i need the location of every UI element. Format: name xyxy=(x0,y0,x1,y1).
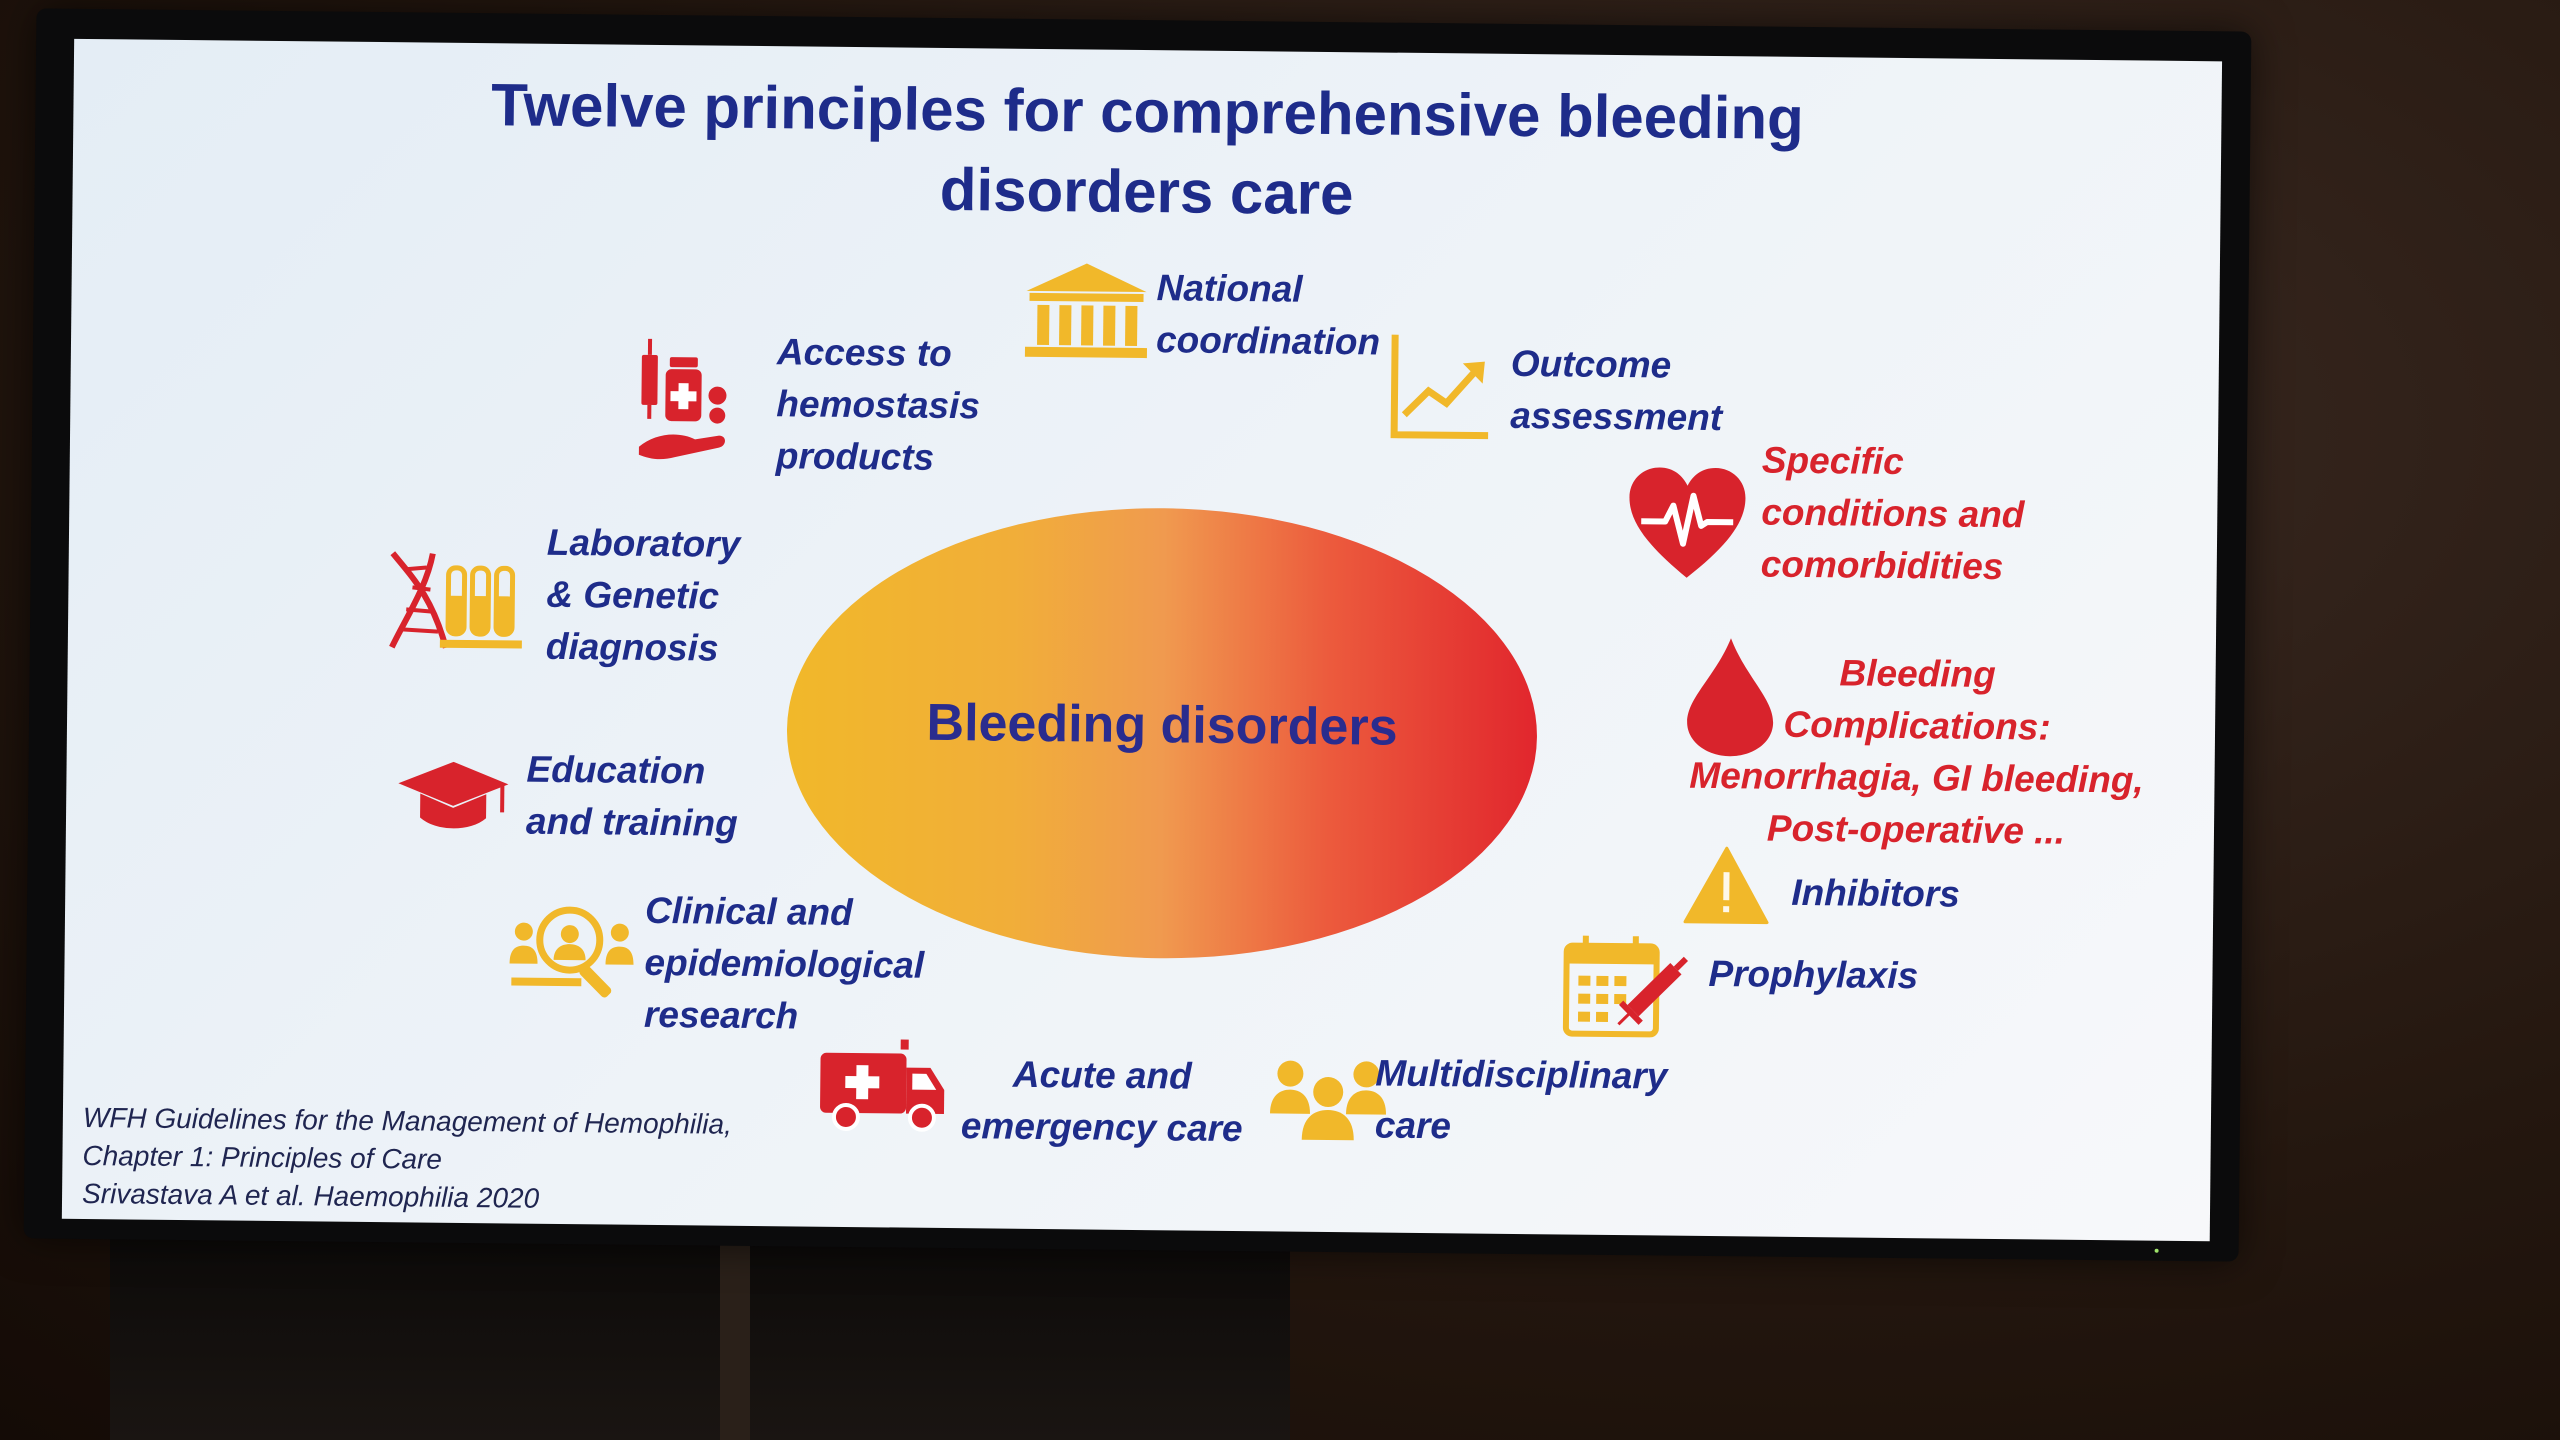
access-line-2: hemostasis xyxy=(776,378,980,432)
bank-building-icon xyxy=(1021,261,1152,362)
principle-national-coordination: National coordination xyxy=(1156,262,1381,368)
acute-line-1: Acute and xyxy=(961,1048,1243,1103)
principle-inhibitors: Inhibitors xyxy=(1791,867,1960,921)
principle-acute-emergency-care: Acute and emergency care xyxy=(961,1048,1244,1155)
ambulance-icon xyxy=(818,1037,949,1138)
clinical-line-2: epidemiological xyxy=(644,937,924,992)
bleeding-line-3: Menorrhagia, GI bleeding, xyxy=(1656,749,2177,806)
principle-clinical-research: Clinical and epidemiological research xyxy=(644,885,925,1044)
principle-specific-conditions: Specific conditions and comorbidities xyxy=(1760,435,2025,594)
inhibitors-line-1: Inhibitors xyxy=(1791,867,1960,921)
specific-line-3: comorbidities xyxy=(1760,539,2024,594)
specific-line-2: conditions and xyxy=(1761,487,2025,542)
principle-bleeding-complications: Bleeding Complications: Menorrhagia, GI … xyxy=(1656,645,2178,858)
specific-line-1: Specific xyxy=(1762,435,2026,490)
presentation-slide: Twelve principles for comprehensive blee… xyxy=(62,39,2222,1241)
calendar-syringe-icon xyxy=(1562,929,1703,1040)
national-line-1: National xyxy=(1156,262,1381,316)
slide-title: Twelve principles for comprehensive blee… xyxy=(72,61,2222,243)
access-line-3: products xyxy=(776,430,980,484)
principle-outcome-assessment: Outcome assessment xyxy=(1510,338,1723,444)
tv-stand-gap xyxy=(720,1230,750,1440)
laboratory-line-1: Laboratory xyxy=(547,517,741,571)
acute-line-2: emergency care xyxy=(961,1100,1243,1155)
power-led xyxy=(2155,1249,2159,1253)
multidisciplinary-line-1: Multidisciplinary xyxy=(1375,1048,1667,1103)
laboratory-line-2: & Genetic xyxy=(546,569,740,623)
clinical-line-1: Clinical and xyxy=(645,885,925,940)
citation-line-3: Srivastava A et al. Haemophilia 2020 xyxy=(82,1175,731,1220)
bleeding-line-2: Complications: xyxy=(1657,697,2178,754)
magnifier-person-icon xyxy=(509,903,635,1004)
dna-test-tubes-icon xyxy=(386,547,527,658)
tv-stand xyxy=(110,1230,1290,1440)
principle-multidisciplinary-care: Multidisciplinary care xyxy=(1375,1048,1668,1155)
tv-monitor: Twelve principles for comprehensive blee… xyxy=(24,8,2252,1261)
graduation-cap-icon xyxy=(396,759,512,832)
national-line-2: coordination xyxy=(1156,314,1381,368)
syringe-medicine-hand-icon xyxy=(635,335,746,466)
principle-prophylaxis: Prophylaxis xyxy=(1708,948,1918,1002)
clinical-line-3: research xyxy=(644,989,924,1044)
warning-triangle-icon xyxy=(1683,846,1770,925)
laboratory-line-3: diagnosis xyxy=(546,621,740,675)
citation: WFH Guidelines for the Management of Hem… xyxy=(82,1099,732,1220)
education-line-2: and training xyxy=(526,796,738,850)
education-line-1: Education xyxy=(526,744,738,798)
principle-education-training: Education and training xyxy=(526,744,739,850)
heart-pulse-icon xyxy=(1627,465,1748,581)
prophylaxis-line-1: Prophylaxis xyxy=(1708,948,1918,1002)
bleeding-line-1: Bleeding xyxy=(1657,645,2178,702)
people-group-icon xyxy=(1268,1051,1389,1142)
center-label: Bleeding disorders xyxy=(787,686,1538,764)
principle-access-hemostasis: Access to hemostasis products xyxy=(776,326,981,484)
principle-laboratory-genetic: Laboratory & Genetic diagnosis xyxy=(546,517,741,675)
multidisciplinary-line-2: care xyxy=(1375,1100,1667,1155)
line-chart-up-icon xyxy=(1388,331,1494,442)
outcome-line-1: Outcome xyxy=(1511,338,1723,392)
access-line-1: Access to xyxy=(777,326,981,380)
outcome-line-2: assessment xyxy=(1510,390,1722,444)
